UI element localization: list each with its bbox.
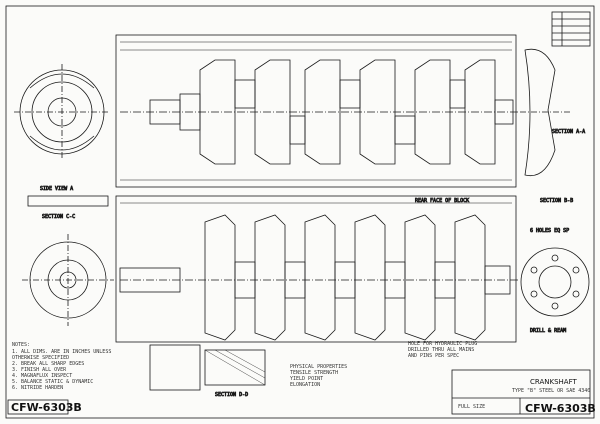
note-line: 5. BALANCE STATIC & DYNAMIC	[12, 379, 93, 385]
scale-label: FULL SIZE	[458, 404, 485, 410]
note-line: 6. NITRIDE HARDEN	[12, 385, 63, 391]
rear-face-label: REAR FACE OF BLOCK	[415, 198, 469, 204]
revision-table	[551, 11, 591, 47]
front-view-top	[14, 64, 110, 160]
note-line: 3. FINISH ALL OVER	[12, 367, 67, 373]
note-line: PHYSICAL PROPERTIES	[290, 364, 347, 370]
note-line: HOLE FOR HYDRAULIC PLUG	[408, 341, 477, 347]
section-aa-label: SECTION A-A	[552, 129, 585, 135]
crankshaft-plan-middle	[115, 195, 520, 343]
section-bb-label: SECTION B-B	[540, 198, 573, 204]
drawing-number-right: CFW-6303B	[525, 402, 596, 415]
notes-right: HOLE FOR HYDRAULIC PLUG DRILLED THRU ALL…	[408, 341, 477, 359]
side-view-label: SIDE VIEW A	[40, 186, 73, 192]
title-main: CRANKSHAFT	[530, 378, 577, 386]
note-line: DRILLED THRU ALL MAINS	[408, 347, 474, 353]
note-line: NOTES:	[12, 342, 30, 348]
section-dd-label: SECTION D-D	[215, 392, 248, 398]
section-dd-detail	[149, 344, 266, 391]
note-line: 1. ALL DIMS. ARE IN INCHES UNLESS	[12, 349, 111, 355]
drill-note: DRILL & REAM	[530, 328, 566, 334]
flange-view	[520, 247, 590, 317]
notes-center: PHYSICAL PROPERTIES TENSILE STRENGTH YIE…	[290, 364, 347, 388]
note-line: AND PINS PER SPEC	[408, 353, 459, 359]
sheet-border	[5, 5, 595, 419]
note-line: 2. BREAK ALL SHARP EDGES	[12, 361, 84, 367]
note-line: ELONGATION	[290, 382, 320, 388]
journal-detail	[27, 195, 109, 207]
title-sub: TYPE "B" STEEL OR SAE 4340	[512, 388, 590, 394]
section-aa-view	[520, 48, 572, 177]
bolt-circle-note: 6 HOLES EQ SP	[530, 228, 569, 234]
note-line: 4. MAGNAFLUX INSPECT	[12, 373, 72, 379]
drawing-number-left: CFW-6303B	[11, 401, 82, 414]
note-line: TENSILE STRENGTH	[290, 370, 338, 376]
note-line: YIELD POINT	[290, 376, 323, 382]
note-line: OTHERWISE SPECIFIED	[12, 355, 69, 361]
section-cc-label: SECTION C-C	[42, 214, 75, 220]
notes-left: NOTES: 1. ALL DIMS. ARE IN INCHES UNLESS…	[12, 342, 111, 391]
drawing-number-box-left	[7, 399, 69, 415]
section-cc-view	[22, 234, 114, 326]
crankshaft-elevation-top	[115, 34, 520, 188]
title-block	[451, 369, 591, 415]
